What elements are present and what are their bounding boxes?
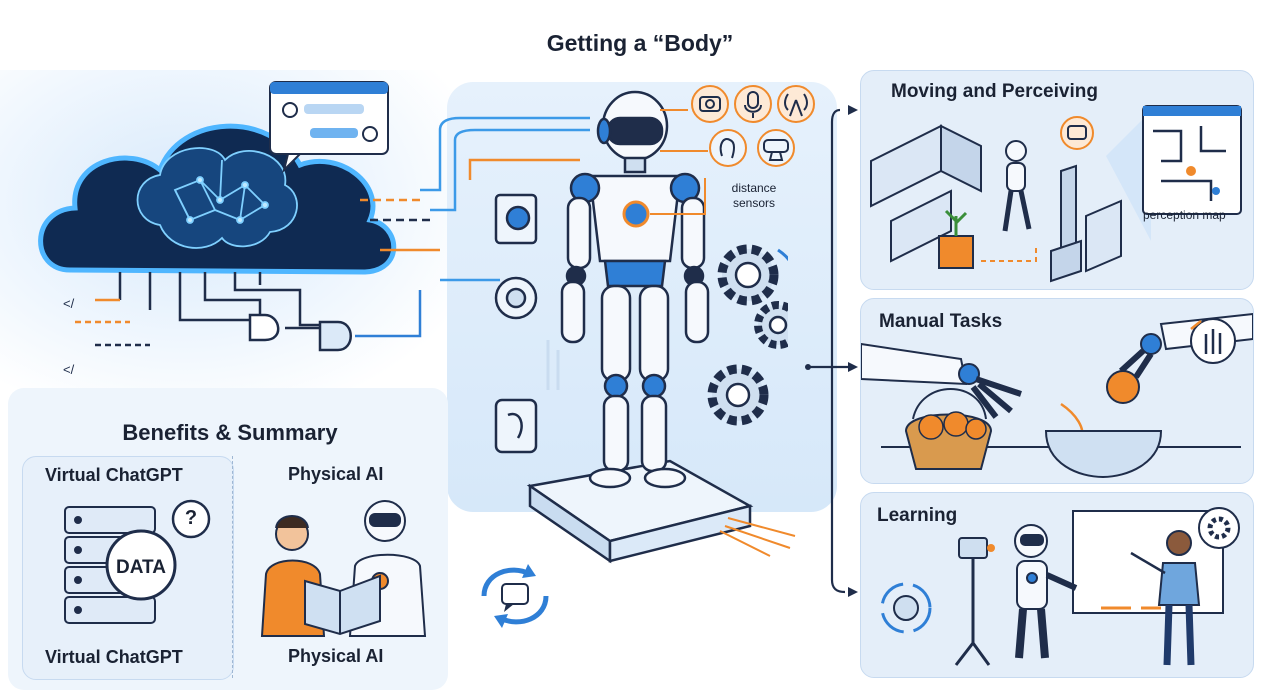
panel-title: Manual Tasks [879, 311, 1003, 332]
physical-ai-card: Physical AI Physical AI [240, 456, 445, 678]
camera-icon [1060, 116, 1094, 150]
circuit-lines [75, 198, 440, 347]
sensor-icons [691, 85, 815, 167]
hand-icon [1190, 318, 1236, 364]
brain-icon [136, 147, 298, 249]
learning-scene [880, 507, 1240, 666]
fruit-basket-icon [904, 388, 993, 470]
summary-divider [232, 456, 233, 678]
physical-top-label: Physical AI [288, 464, 384, 484]
question-bubble-icon [171, 499, 211, 539]
robot-student-icon [1014, 524, 1078, 659]
human-robot-scene [260, 500, 427, 637]
branch-arrows [805, 105, 858, 597]
chat-icon [501, 583, 529, 605]
panel-title: Learning [877, 505, 958, 526]
data-badge-label: DATA [116, 557, 166, 578]
summary-title: Benefits & Summary [122, 420, 338, 445]
microphone-icon [734, 85, 772, 123]
panel-manual-tasks: Manual Tasks [860, 298, 1254, 484]
perception-map-label: perception map [1143, 208, 1226, 222]
robot-arm-icon [861, 342, 1022, 419]
touch-sensor-icon [709, 129, 747, 167]
physical-bottom-label: Physical AI [288, 646, 384, 666]
camera-icon [691, 85, 729, 123]
sync-cycle-icon [481, 564, 549, 628]
panel-moving-perceiving: Moving and Perceiving perception m [860, 70, 1254, 290]
virtual-bottom-label: Virtual ChatGPT [45, 647, 183, 667]
data-badge-circle [105, 529, 177, 601]
robot-walker-icon [1002, 140, 1032, 232]
panel-learning: Learning [860, 492, 1254, 678]
brain-robot-wires [420, 116, 590, 282]
gear-icon [707, 244, 788, 426]
code-glyph: </ [63, 296, 75, 311]
antenna-icon [777, 85, 815, 123]
panel-title: Moving and Perceiving [891, 81, 1098, 102]
refresh-gear-icon [880, 582, 932, 634]
camera-stand-icon [954, 537, 995, 666]
logic-gate-icon [248, 290, 422, 352]
webcam-icon [757, 129, 795, 167]
robot-figure [526, 90, 796, 564]
gear-icon [1198, 507, 1240, 549]
code-glyph: </ [63, 362, 75, 377]
teacher-icon [1130, 530, 1201, 666]
maze-scene [870, 105, 1242, 283]
virtual-chatgpt-card: Virtual ChatGPT DATA ? Virtual ChatGPT [22, 456, 234, 680]
question-mark: ? [184, 507, 198, 529]
cloud-brain-diagram: </ </ [38, 81, 440, 377]
book-icon [304, 574, 381, 636]
motor-icon [494, 193, 538, 454]
perception-map-icon [1142, 105, 1242, 215]
page-title: Getting a “Body” [546, 30, 734, 56]
manual-tasks-scene [861, 312, 1253, 479]
chat-window-icon [269, 81, 389, 174]
virtual-top-label: Virtual ChatGPT [45, 465, 183, 485]
apple-icon [1106, 370, 1140, 404]
robot-head [596, 90, 669, 162]
data-server-scene [64, 499, 211, 624]
bowl-icon [1044, 430, 1163, 479]
mechanical-parts [494, 193, 788, 454]
